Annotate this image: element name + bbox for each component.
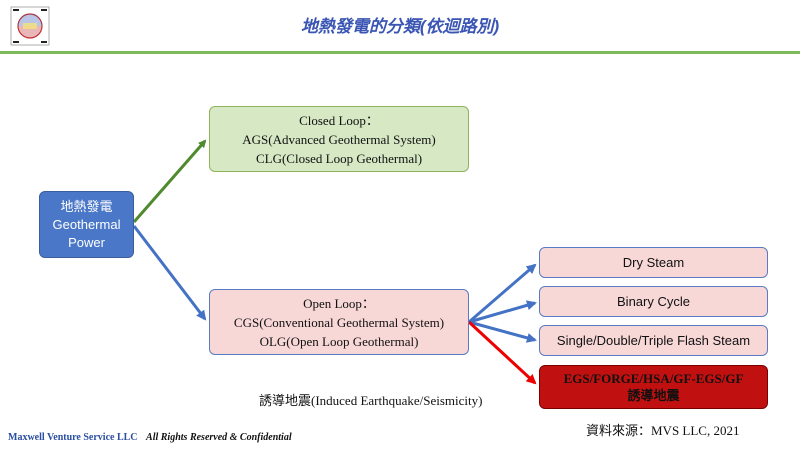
binary-cycle-node: Binary Cycle: [539, 286, 768, 317]
footer-company: Maxwell Venture Service LLC: [8, 432, 138, 443]
root-label-zh: 地熱發電: [60, 198, 113, 214]
open-loop-cgs: CGS(Conventional Geothermal System): [233, 314, 445, 330]
flash-steam-node: Single/Double/Triple Flash Steam: [539, 325, 768, 356]
slide-title: 地熱發電的分類(依迴路別): [300, 17, 500, 36]
closed-loop-heading: Closed Loop：: [299, 112, 379, 128]
open-loop-heading: Open Loop：: [303, 295, 375, 311]
geothermal-power-node: 地熱發電 Geothermal Power: [39, 191, 134, 258]
egs-label: EGS/FORGE/HSA/GF-EGS/GF: [563, 371, 744, 386]
egs-node: EGS/FORGE/HSA/GF-EGS/GF 誘導地震: [539, 365, 768, 409]
closed-loop-clg: CLG(Closed Loop Geothermal): [255, 150, 423, 166]
flash-steam-label: Single/Double/Triple Flash Steam: [556, 333, 751, 348]
arrow-to-binary-cycle: [468, 300, 537, 324]
dry-steam-label: Dry Steam: [622, 255, 685, 270]
arrow-to-flash-steam: [468, 320, 537, 343]
open-loop-node: Open Loop： CGS(Conventional Geothermal S…: [209, 289, 469, 355]
title-divider: [0, 51, 800, 54]
egs-induced-label: 誘導地震: [627, 388, 680, 403]
dry-steam-node: Dry Steam: [539, 247, 768, 278]
company-logo-icon: [10, 6, 50, 46]
open-loop-olg: OLG(Open Loop Geothermal): [259, 333, 419, 349]
arrow-to-closed-loop: [132, 139, 207, 223]
source-citation: 資料來源：MVS LLC, 2021: [586, 423, 740, 438]
root-label-en-1: Geothermal: [52, 216, 121, 232]
induced-seismicity-note: 誘導地震(Induced Earthquake/Seismicity): [259, 393, 483, 408]
closed-loop-ags: AGS(Advanced Geothermal System): [242, 131, 436, 147]
arrow-to-egs: [467, 320, 537, 385]
footer-rights: All Rights Reserved & Confidential: [146, 432, 292, 443]
footer: Maxwell Venture Service LLC All Rights R…: [8, 432, 292, 443]
binary-cycle-label: Binary Cycle: [617, 294, 690, 309]
root-label-en-2: Power: [68, 234, 105, 250]
closed-loop-node: Closed Loop： AGS(Advanced Geothermal Sys…: [209, 106, 469, 172]
arrow-to-open-loop: [132, 225, 207, 321]
arrow-to-dry-steam: [468, 263, 537, 324]
